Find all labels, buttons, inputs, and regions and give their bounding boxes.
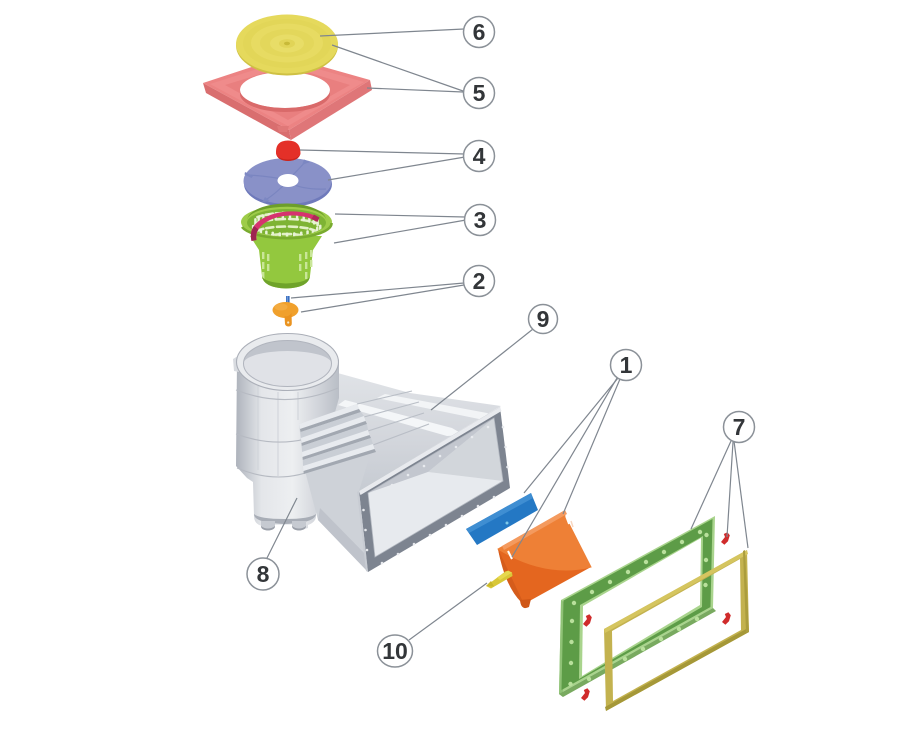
svg-text:3: 3: [474, 207, 487, 233]
svg-text:2: 2: [473, 268, 486, 294]
svg-text:10: 10: [382, 638, 408, 664]
svg-text:9: 9: [537, 306, 550, 332]
svg-text:7: 7: [733, 414, 746, 440]
svg-text:4: 4: [473, 143, 486, 169]
svg-text:6: 6: [473, 19, 486, 45]
svg-text:8: 8: [257, 561, 270, 587]
svg-text:1: 1: [620, 352, 633, 378]
svg-text:5: 5: [473, 80, 486, 106]
